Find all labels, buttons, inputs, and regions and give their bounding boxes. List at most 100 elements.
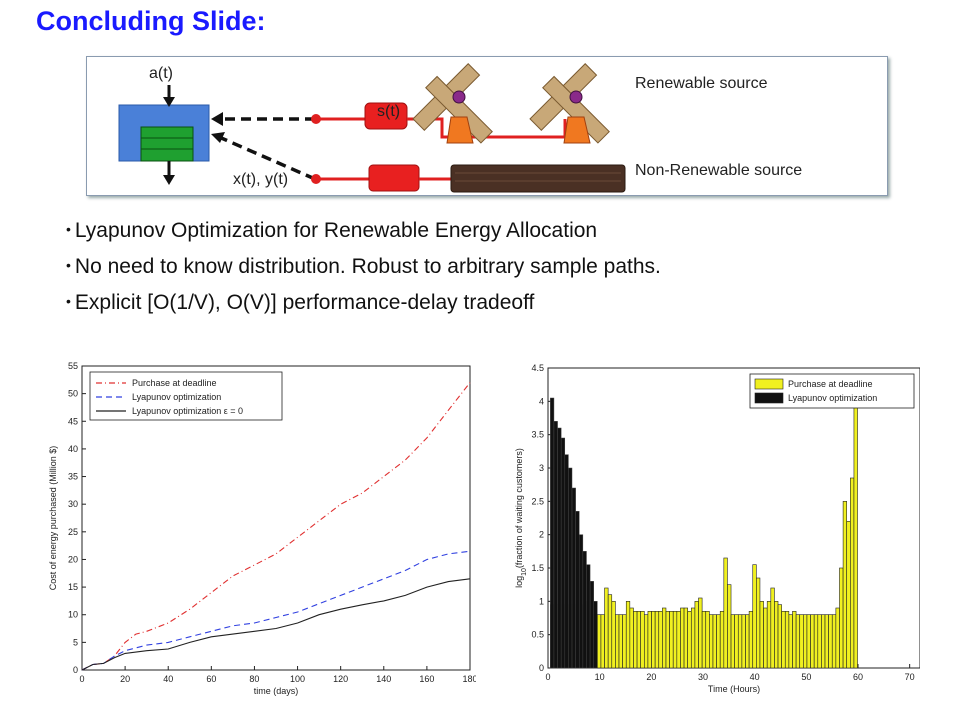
bar-purchase-at-deadline	[853, 404, 858, 669]
legend-entry: Lyapunov optimization	[788, 393, 877, 403]
series-line	[81, 578, 471, 671]
x-tick-label: 100	[290, 674, 305, 684]
bar-purchase-at-deadline	[709, 614, 714, 669]
x-tick-label: 80	[249, 674, 259, 684]
diagram-graphics	[118, 63, 626, 193]
bullet-item: Lyapunov Optimization for Renewable Ener…	[66, 216, 661, 244]
bar-purchase-at-deadline	[756, 577, 761, 669]
bar-lyapunov-optimization	[568, 467, 573, 669]
bar-purchase-at-deadline	[781, 611, 786, 669]
y-tick-label: 3	[539, 463, 544, 473]
nonrenewable-storage	[368, 164, 420, 192]
y-tick-label: 0.5	[531, 630, 544, 640]
bullet-list: Lyapunov Optimization for Renewable Ener…	[66, 216, 661, 324]
y-tick-label: 3.5	[531, 430, 544, 440]
y-tick-label: 1.5	[531, 563, 544, 573]
bar-purchase-at-deadline	[777, 604, 782, 669]
queue-contents	[140, 126, 194, 162]
legend-swatch	[754, 392, 784, 404]
bar-purchase-at-deadline	[752, 564, 757, 669]
x-tick-label: 40	[163, 674, 173, 684]
bar-purchase-at-deadline	[622, 614, 627, 669]
y-tick-label: 10	[68, 610, 78, 620]
bar-purchase-at-deadline	[741, 614, 746, 669]
bar-purchase-at-deadline	[748, 611, 754, 669]
legend-entry: Purchase at deadline	[788, 379, 873, 389]
bar-lyapunov-optimization	[560, 437, 566, 669]
x-tick-label: 180	[462, 674, 476, 684]
x-tick-label: 60	[206, 674, 216, 684]
renewable-storage	[364, 102, 408, 130]
bar-lyapunov-optimization	[550, 397, 555, 669]
bar-purchase-at-deadline	[730, 614, 735, 669]
x-tick-label: 160	[419, 674, 434, 684]
bar-lyapunov-optimization	[571, 487, 576, 669]
y-tick-label: 55	[68, 361, 78, 371]
bar-purchase-at-deadline	[835, 607, 840, 669]
bar-lyapunov-optimization	[579, 534, 584, 669]
legend-box	[89, 371, 283, 421]
bar-purchase-at-deadline	[625, 601, 631, 669]
y-tick-label: 0	[539, 663, 544, 673]
bar-purchase-at-deadline	[774, 601, 779, 669]
renewable-amount-label: s(t)	[377, 103, 401, 120]
bar-purchase-at-deadline	[680, 607, 685, 669]
bar-lyapunov-optimization	[553, 421, 558, 669]
legend-swatch	[754, 378, 784, 390]
y-tick-label: 15	[68, 582, 78, 592]
y-tick-label: 1	[539, 596, 544, 606]
bar-purchase-at-deadline	[658, 611, 663, 669]
y-axis-label: log10(fraction of waiting customers)	[514, 448, 528, 588]
y-tick-label: 20	[68, 554, 78, 564]
bar-purchase-at-deadline	[716, 614, 721, 669]
legend-entry: Lyapunov optimization	[132, 392, 221, 402]
x-tick-label: 20	[120, 674, 130, 684]
bar-purchase-at-deadline	[806, 614, 811, 669]
bar-purchase-at-deadline	[597, 614, 602, 669]
y-tick-label: 2.5	[531, 496, 544, 506]
bar-purchase-at-deadline	[665, 611, 670, 669]
y-tick-label: 0	[73, 665, 78, 675]
bar-purchase-at-deadline	[636, 611, 641, 669]
bar-purchase-at-deadline	[604, 587, 609, 669]
bar-purchase-at-deadline	[719, 611, 725, 669]
bar-purchase-at-deadline	[618, 614, 623, 669]
bullet-item: No need to know distribution. Robust to …	[66, 252, 661, 280]
bar-purchase-at-deadline	[770, 587, 775, 669]
y-tick-label: 35	[68, 472, 78, 482]
legend-entry: Purchase at deadline	[132, 378, 217, 388]
bar-purchase-at-deadline	[690, 607, 696, 669]
x-tick-label: 120	[333, 674, 348, 684]
bar-purchase-at-deadline	[698, 597, 703, 669]
bar-lyapunov-optimization	[586, 564, 591, 669]
bar-purchase-at-deadline	[654, 611, 660, 669]
bar-purchase-at-deadline	[799, 614, 804, 669]
bar-purchase-at-deadline	[701, 611, 707, 669]
bar-purchase-at-deadline	[734, 614, 739, 669]
legend-entry: Lyapunov optimization ε = 0	[132, 406, 243, 416]
slide-title: Concluding Slide:	[36, 6, 266, 36]
y-tick-label: 50	[68, 389, 78, 399]
bar-purchase-at-deadline	[607, 594, 613, 669]
nonrenewable-dashed-arrow	[218, 135, 316, 181]
nonrenewable-source-label: Non-Renewable source	[635, 162, 803, 179]
bar-purchase-at-deadline	[763, 607, 768, 669]
renewable-source-label: Renewable source	[635, 75, 768, 92]
bar-purchase-at-deadline	[687, 611, 692, 669]
bar-purchase-at-deadline	[694, 601, 699, 669]
y-tick-label: 25	[68, 527, 78, 537]
bar-purchase-at-deadline	[712, 614, 717, 669]
bar-purchase-at-deadline	[705, 611, 710, 669]
bar-purchase-at-deadline	[600, 614, 605, 669]
bar-purchase-at-deadline	[633, 611, 638, 669]
bar-purchase-at-deadline	[723, 557, 728, 669]
x-tick-label: 140	[376, 674, 391, 684]
x-tick-label: 70	[905, 672, 915, 682]
windmill-icon	[412, 63, 493, 144]
bar-purchase-at-deadline	[745, 614, 750, 669]
x-tick-label: 40	[750, 672, 760, 682]
y-tick-label: 5	[73, 637, 78, 647]
series-line	[81, 382, 471, 671]
